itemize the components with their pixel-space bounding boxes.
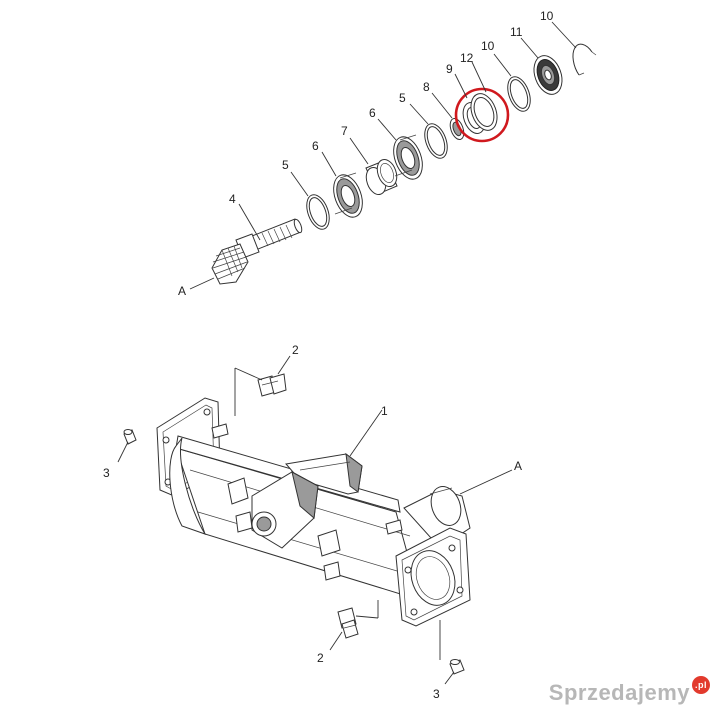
leader-lines-housing [117,355,513,685]
pin-left [123,429,137,445]
axle-housing-assembly: 1 2 2 3 3 A [103,343,522,701]
pin-bottom [449,659,465,675]
leader-lines-exploded [189,21,577,290]
pinion-shaft [211,218,303,285]
label-A-exploded: A [178,284,186,298]
bearing-lower [333,172,363,218]
label-3-left: 3 [103,466,110,480]
seal-ring [470,93,498,131]
sealed-bearing [533,55,563,95]
label-5-upper: 5 [399,91,406,105]
bearing-upper [393,134,423,180]
circlip [572,43,597,76]
snap-ring-middle [507,76,531,112]
label-10-mid: 10 [481,39,495,53]
bolt-top [257,373,287,397]
label-5-lower: 5 [282,158,289,172]
label-8: 8 [423,80,430,94]
label-10-top: 10 [540,9,554,23]
exploded-shaft-assembly: 10 11 10 12 9 8 5 6 7 6 5 4 A [178,9,597,298]
label-12: 12 [460,51,474,65]
bolt-bottom [337,607,359,639]
snap-ring-lower [306,194,330,230]
snap-ring-upper [424,123,448,159]
right-flange [395,527,471,627]
label-6-lower: 6 [312,139,319,153]
top-bracket [285,452,363,495]
label-2-bottom: 2 [317,651,324,665]
label-A-housing: A [514,459,522,473]
label-6-upper: 6 [369,106,376,120]
label-7: 7 [341,124,348,138]
label-2-top: 2 [292,343,299,357]
label-9: 9 [446,62,453,76]
label-4: 4 [229,192,236,206]
watermark-tld: .pl [692,676,710,694]
side-bracket [227,471,341,581]
label-1: 1 [381,404,388,418]
label-3-bottom: 3 [433,687,440,701]
watermark-logo: Sprzedajemy .pl [548,676,710,706]
highlight-circle [454,87,510,143]
spacer-sleeve [365,158,398,196]
label-11: 11 [510,25,523,39]
watermark-brand: Sprzedajemy [548,680,690,705]
